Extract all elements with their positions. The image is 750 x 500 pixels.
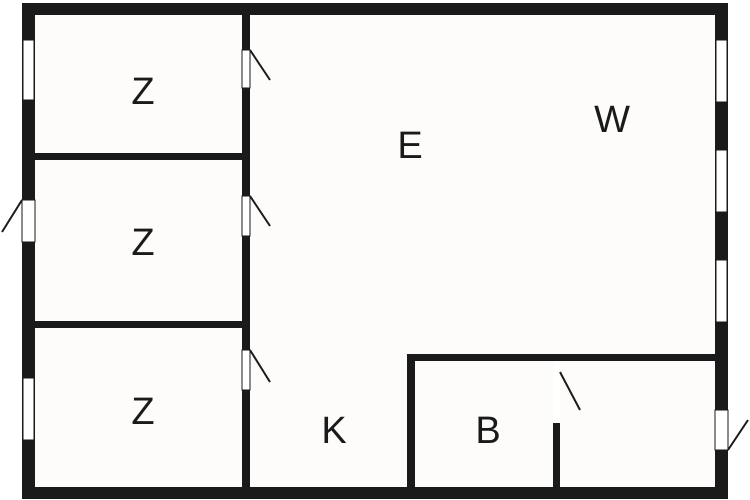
wall-top [22, 3, 728, 15]
room-label-k: K [321, 410, 346, 452]
door-opening-right [714, 409, 729, 451]
window-z3 [22, 377, 35, 441]
wall-z2-z3 [29, 321, 246, 328]
wall-bath-left [407, 354, 415, 492]
door-opening-bath [553, 361, 560, 423]
door-swing-entrance [1, 199, 23, 233]
door-opening-z1 [241, 49, 251, 89]
doors [1, 49, 749, 451]
door-swing-z1 [249, 49, 271, 81]
outer-walls [22, 3, 728, 499]
door-swing-z3 [249, 349, 271, 383]
room-label-z3: Z [131, 391, 154, 433]
floor-area [29, 9, 721, 492]
windows [22, 39, 728, 441]
door-swing-z2 [249, 195, 271, 227]
wall-bath-top [407, 354, 719, 361]
room-label-z2: Z [131, 222, 154, 264]
wall-left [22, 3, 35, 499]
wall-z1-z2 [29, 153, 246, 160]
door-swing-right [727, 419, 749, 451]
window-z1 [22, 39, 35, 101]
room-labels: Z Z Z E W K B [131, 71, 630, 452]
door-swing-bath [559, 371, 581, 411]
door-opening-entrance [21, 199, 36, 243]
room-label-e: E [397, 125, 422, 167]
door-opening-z2 [241, 195, 251, 237]
room-label-w: W [594, 99, 630, 141]
window-w-1 [715, 39, 728, 103]
wall-vertical-left-rooms [242, 9, 250, 492]
wall-right [715, 3, 728, 499]
window-w-2 [715, 149, 728, 213]
door-opening-z3 [241, 349, 251, 391]
room-label-b: B [475, 410, 500, 452]
wall-bottom [22, 487, 728, 499]
window-w-3 [715, 259, 728, 323]
room-label-z1: Z [131, 71, 154, 113]
